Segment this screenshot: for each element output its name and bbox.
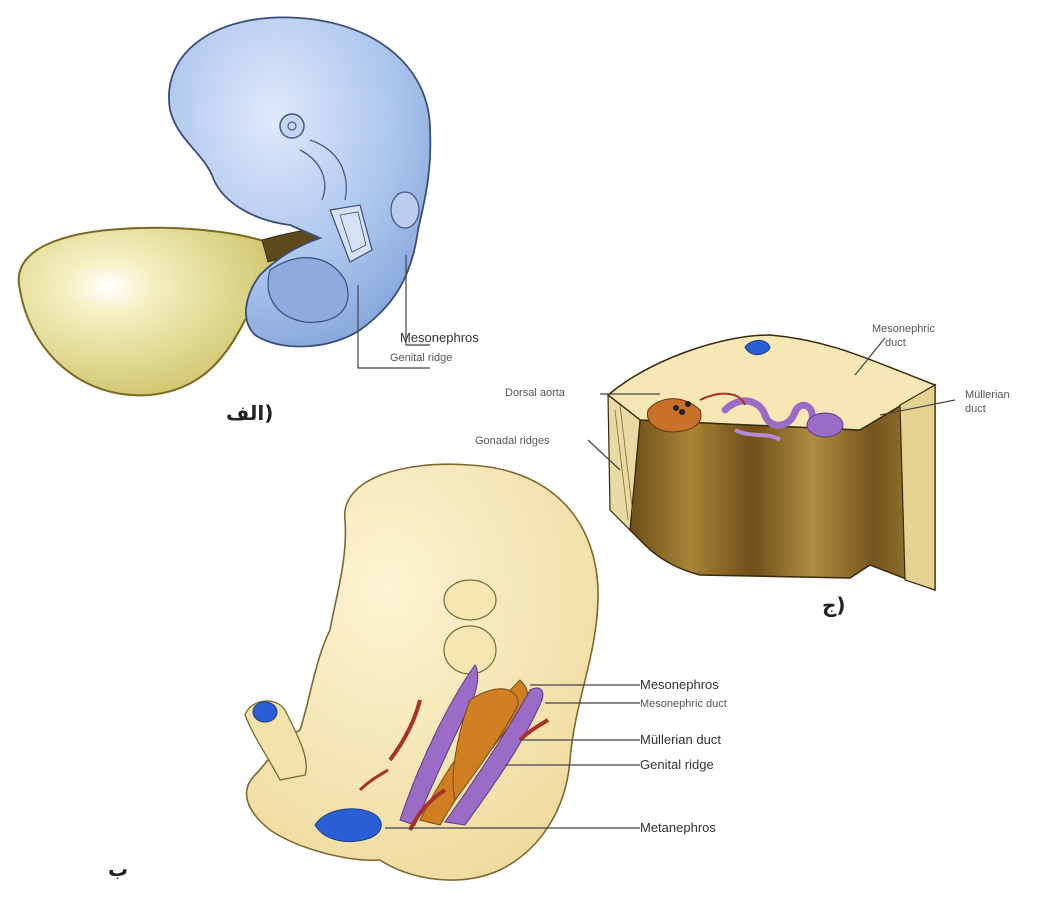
label-a-genital-ridge: Genital ridge — [390, 352, 452, 364]
label-c-mullerian-1: Müllerian — [965, 389, 1010, 401]
yolk-sac — [19, 228, 277, 396]
label-c-gonadal-ridges: Gonadal ridges — [475, 435, 550, 447]
embryo-a-eye — [280, 114, 304, 138]
label-c-mesonephric-1: Mesonephric — [872, 323, 935, 335]
label-c-mullerian-2: duct — [965, 403, 986, 415]
label-b-metanephros: Metanephros — [640, 820, 716, 835]
label-a-mesonephros: Mesonephros — [400, 330, 479, 345]
label-c-mesonephric-2: duct — [885, 337, 906, 349]
label-b-mesonephric-duct: Mesonephric duct — [640, 698, 727, 710]
panel-b-letter: ب — [108, 857, 128, 881]
label-c-dorsal-aorta: Dorsal aorta — [505, 387, 566, 399]
panel-c-letter: ج) — [822, 593, 846, 617]
label-b-genital-ridge: Genital ridge — [640, 757, 714, 772]
panel-a-letter: الف) — [226, 401, 273, 425]
panel-a: Mesonephros Genital ridge الف) — [19, 17, 480, 425]
label-b-mesonephros: Mesonephros — [640, 677, 719, 692]
label-b-mullerian-duct: Müllerian duct — [640, 732, 721, 747]
